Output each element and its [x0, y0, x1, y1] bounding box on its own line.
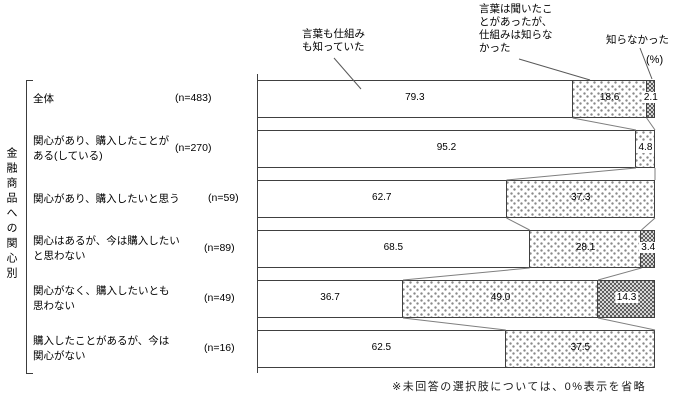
- category-label: 関心はあるが、今は購入したい と思わない: [33, 235, 180, 262]
- category-label: 全体: [33, 93, 54, 105]
- sample-size-label: (n=483): [175, 92, 212, 104]
- value-label: 62.5: [371, 342, 392, 353]
- bar-segment: [572, 80, 647, 118]
- footnote: ※未回答の選択肢については、0%表示を省略: [392, 381, 647, 393]
- category-label: 購入したことがあるが、今は 関心がない: [33, 335, 170, 362]
- value-label: 79.3: [405, 92, 425, 103]
- legend-label-did-not-know: 知らなかった: [606, 34, 669, 46]
- bar-segment: [529, 230, 641, 268]
- value-label: 14.3: [614, 292, 639, 303]
- value-label: 62.7: [372, 192, 392, 203]
- value-label: 49.0: [490, 292, 511, 303]
- value-label: 37.5: [570, 342, 591, 353]
- bar-segment: [257, 180, 507, 218]
- sample-size-label: (n=89): [204, 242, 235, 254]
- bar-segment: [257, 330, 506, 368]
- bar-segment: [257, 80, 573, 118]
- value-label: 28.1: [575, 242, 596, 253]
- bar-segment: [257, 280, 403, 318]
- percent-unit-label: (%): [646, 54, 664, 66]
- category-label: 関心があり、購入したことが ある(している): [33, 135, 170, 162]
- bar-segment: [257, 230, 530, 268]
- category-bracket: [26, 80, 33, 374]
- bar-segment: [505, 330, 655, 368]
- sample-size-label: (n=49): [204, 292, 235, 304]
- value-label: 37.3: [571, 192, 591, 203]
- sample-size-label: (n=16): [204, 342, 235, 354]
- value-label: 36.7: [320, 292, 340, 303]
- bar-segment: [597, 280, 655, 318]
- sample-size-label: (n=270): [175, 142, 212, 154]
- bar-segment: [506, 180, 655, 218]
- value-label: 3.4: [639, 242, 658, 253]
- category-label: 関心がなく、購入したいとも 思わない: [33, 285, 170, 312]
- value-label: 4.8: [636, 142, 655, 153]
- legend-label-knew-both: 言葉も仕組み も知っていた: [302, 28, 365, 53]
- sample-size-label: (n=59): [208, 192, 239, 204]
- bar-segment: [402, 280, 598, 318]
- value-label: 2.1: [641, 92, 660, 103]
- category-label: 関心があり、購入したいと思う: [33, 193, 180, 205]
- value-label: 68.5: [383, 242, 404, 253]
- bar-segment: [257, 130, 636, 168]
- legend-label-heard-only: 言葉は聞いたこ とがあったが、 仕組みは知らな かった: [479, 3, 553, 54]
- axis-group-title: 金融商品への関心別: [5, 147, 17, 282]
- value-label: 95.2: [436, 142, 457, 153]
- value-label: 18.6: [599, 92, 620, 103]
